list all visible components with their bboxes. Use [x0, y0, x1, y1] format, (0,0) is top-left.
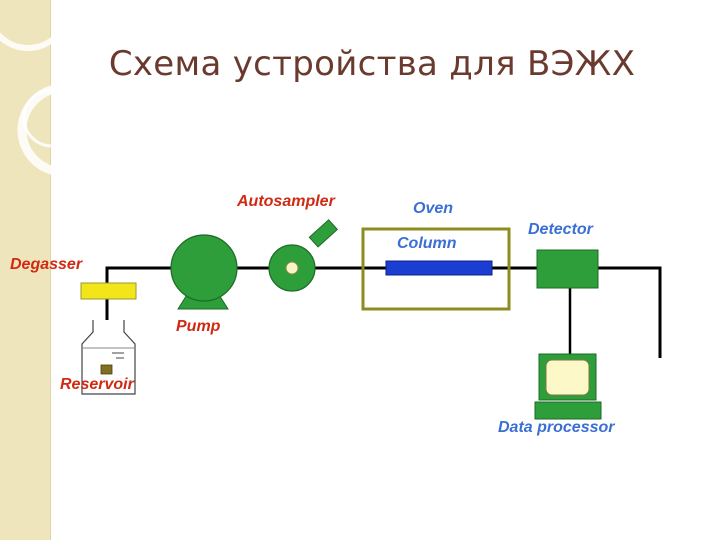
keyboard-base [534, 401, 602, 420]
inlet-filter [100, 364, 113, 375]
label-autosampler: Autosampler [237, 193, 335, 210]
pump [170, 234, 238, 310]
label-data-processor: Data processor [498, 419, 615, 436]
main-tubing-line [105, 266, 662, 370]
label-detector: Detector [528, 221, 593, 238]
column-tube [385, 260, 493, 276]
data-processor-computer [534, 353, 602, 420]
decorative-circles [0, 0, 111, 177]
label-pump: Pump [176, 318, 221, 335]
reservoir [81, 320, 136, 395]
monitor-screen [545, 359, 590, 396]
label-degasser: Degasser [10, 256, 83, 273]
slide-title: Схема устройства для ВЭЖХ [108, 44, 636, 84]
oven-frame [361, 227, 511, 311]
label-reservoir: Reservoir [60, 376, 134, 393]
detector-unit [536, 249, 599, 289]
label-oven: Oven [413, 200, 454, 217]
label-column: Column [397, 235, 457, 252]
flow-lines [105, 266, 662, 370]
autosampler [268, 219, 339, 292]
degasser-unit [80, 282, 137, 300]
